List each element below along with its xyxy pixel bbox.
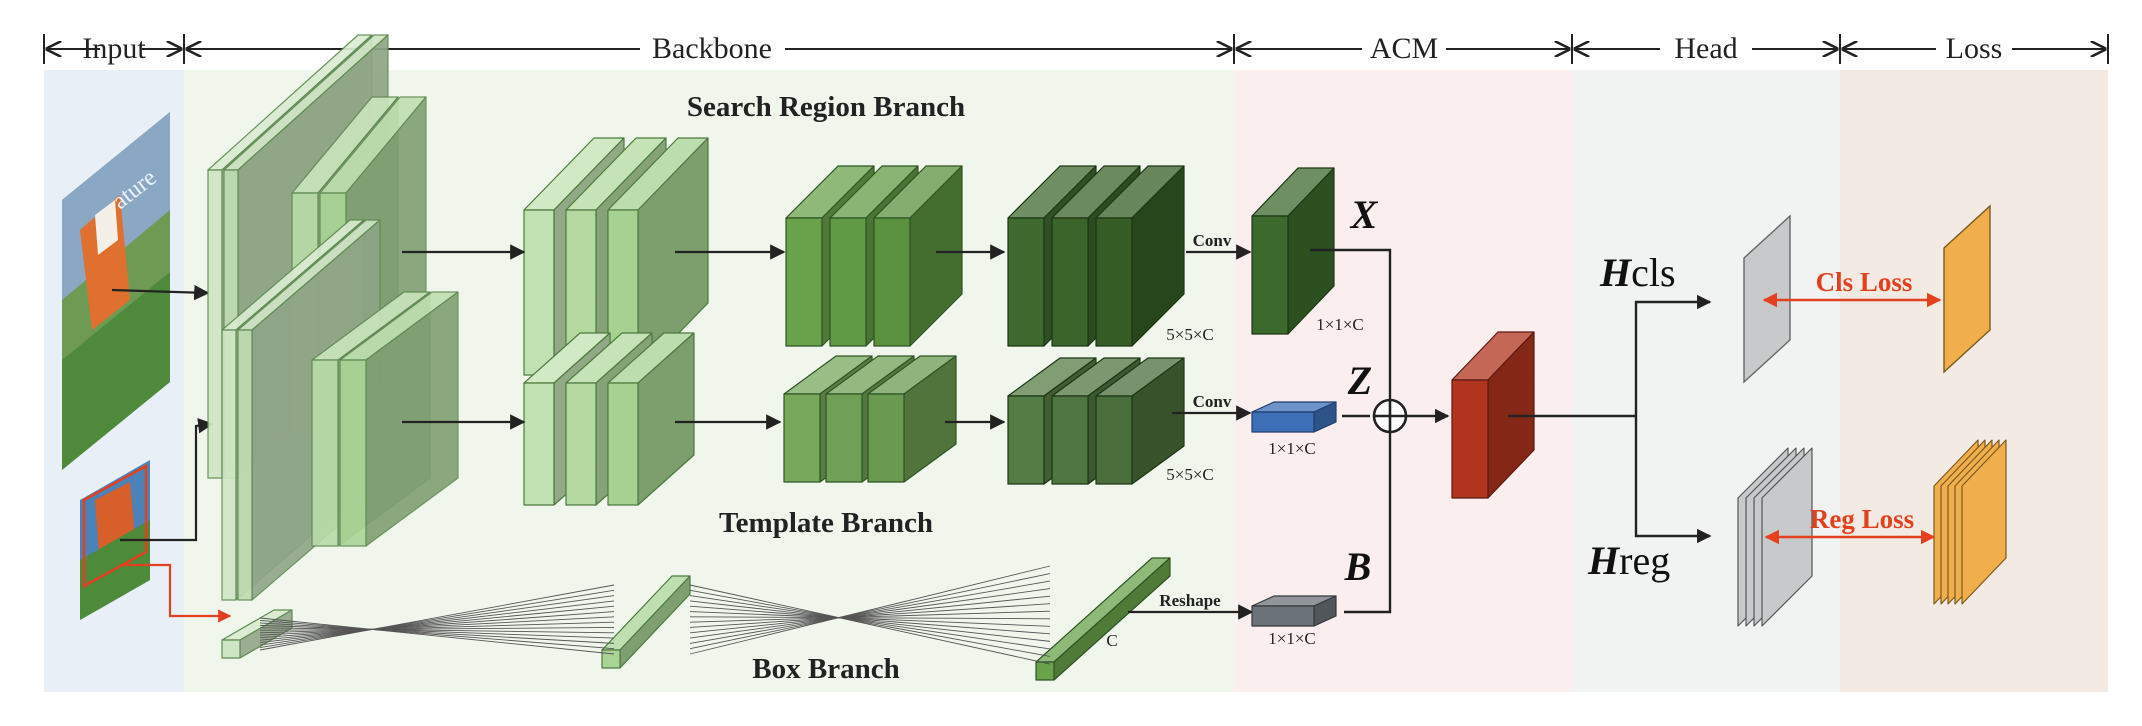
z-feature-block [1251, 401, 1337, 433]
search-stage5-block [1095, 165, 1185, 347]
head-region-bg [1572, 70, 1840, 692]
conv-label-template: Conv [1193, 392, 1232, 411]
x-dim-label: 1×1×C [1316, 315, 1364, 334]
z-dim-label: 1×1×C [1268, 439, 1316, 458]
search-stage4-block [873, 165, 963, 347]
branch-label-box: Box Branch [752, 653, 899, 685]
head-reg-label: Hreg [1587, 538, 1670, 583]
section-label-backbone: Backbone [652, 32, 772, 65]
input-arrows [111, 284, 232, 623]
template-stage4-block [867, 355, 957, 483]
section-label-input: Input [82, 32, 146, 65]
box-mid-bar [601, 575, 691, 669]
search-stage3-block [607, 137, 709, 376]
branch-label-template: Template Branch [719, 507, 933, 539]
section-label-acm: ACM [1370, 32, 1438, 65]
template-image [80, 460, 150, 620]
variable-x: X [1349, 192, 1379, 237]
section-headers [43, 34, 2109, 64]
b-feature-block [1251, 595, 1337, 627]
box-output-bar [1035, 557, 1171, 681]
head-arrows [1508, 294, 1712, 544]
reshape-label: Reshape [1159, 591, 1221, 610]
box-c-label: C [1106, 631, 1117, 650]
loss-arrows [1762, 292, 1942, 545]
backbone-arrows [402, 244, 1254, 620]
loss-region-bg [1840, 70, 2108, 692]
head-cls-label: Hcls [1599, 250, 1676, 295]
template-stage5-block [1095, 357, 1185, 485]
branch-label-search: Search Region Branch [687, 91, 965, 123]
variable-z: Z [1347, 358, 1372, 403]
section-label-head: Head [1674, 32, 1737, 65]
b-dim-label: 1×1×C [1268, 629, 1316, 648]
template-feature-dim: 5×5×C [1166, 465, 1214, 484]
backbone-layers [207, 34, 1185, 681]
template-stage3-block [607, 332, 695, 506]
conv-label-search: Conv [1193, 231, 1232, 250]
search-feature-dim: 5×5×C [1166, 325, 1214, 344]
cls-target-map [1943, 204, 1991, 374]
cls-loss-label: Cls Loss [1816, 267, 1913, 297]
fusion-plus-icon [1372, 398, 1408, 434]
backbone-layer-2d [339, 291, 459, 547]
reg-prediction-maps [1737, 447, 1813, 627]
variable-b: B [1344, 544, 1372, 589]
section-label-loss: Loss [1946, 32, 2003, 65]
reg-target-maps [1933, 439, 2007, 605]
acm-connections [1310, 248, 1450, 614]
box-branch-connections [259, 565, 1051, 665]
reg-loss-label: Reg Loss [1810, 504, 1914, 534]
